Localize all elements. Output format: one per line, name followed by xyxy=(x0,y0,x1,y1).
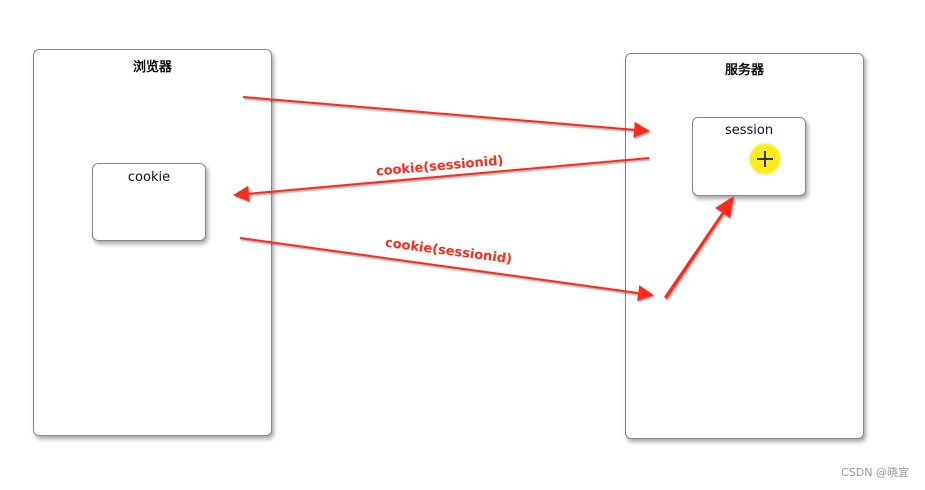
request-arrow-2 xyxy=(239,237,654,302)
watermark: CSDN @晓宜 xyxy=(841,466,909,479)
session-box: session xyxy=(692,117,806,196)
server-box: 服务器 xyxy=(625,53,864,439)
response-arrow-label: cookie(sessionid) xyxy=(375,153,504,179)
cookie-box: cookie xyxy=(92,163,206,241)
cookie-box-label: cookie xyxy=(127,170,171,185)
plus-cursor-icon xyxy=(750,144,780,174)
request-arrow-1 xyxy=(242,96,650,138)
response-arrow xyxy=(233,157,650,202)
server-title: 服务器 xyxy=(724,63,764,78)
browser-title: 浏览器 xyxy=(132,60,172,75)
browser-box: 浏览器 xyxy=(33,49,272,436)
session-box-label: session xyxy=(724,123,774,138)
request-arrow-label: cookie(sessionid) xyxy=(384,236,513,268)
